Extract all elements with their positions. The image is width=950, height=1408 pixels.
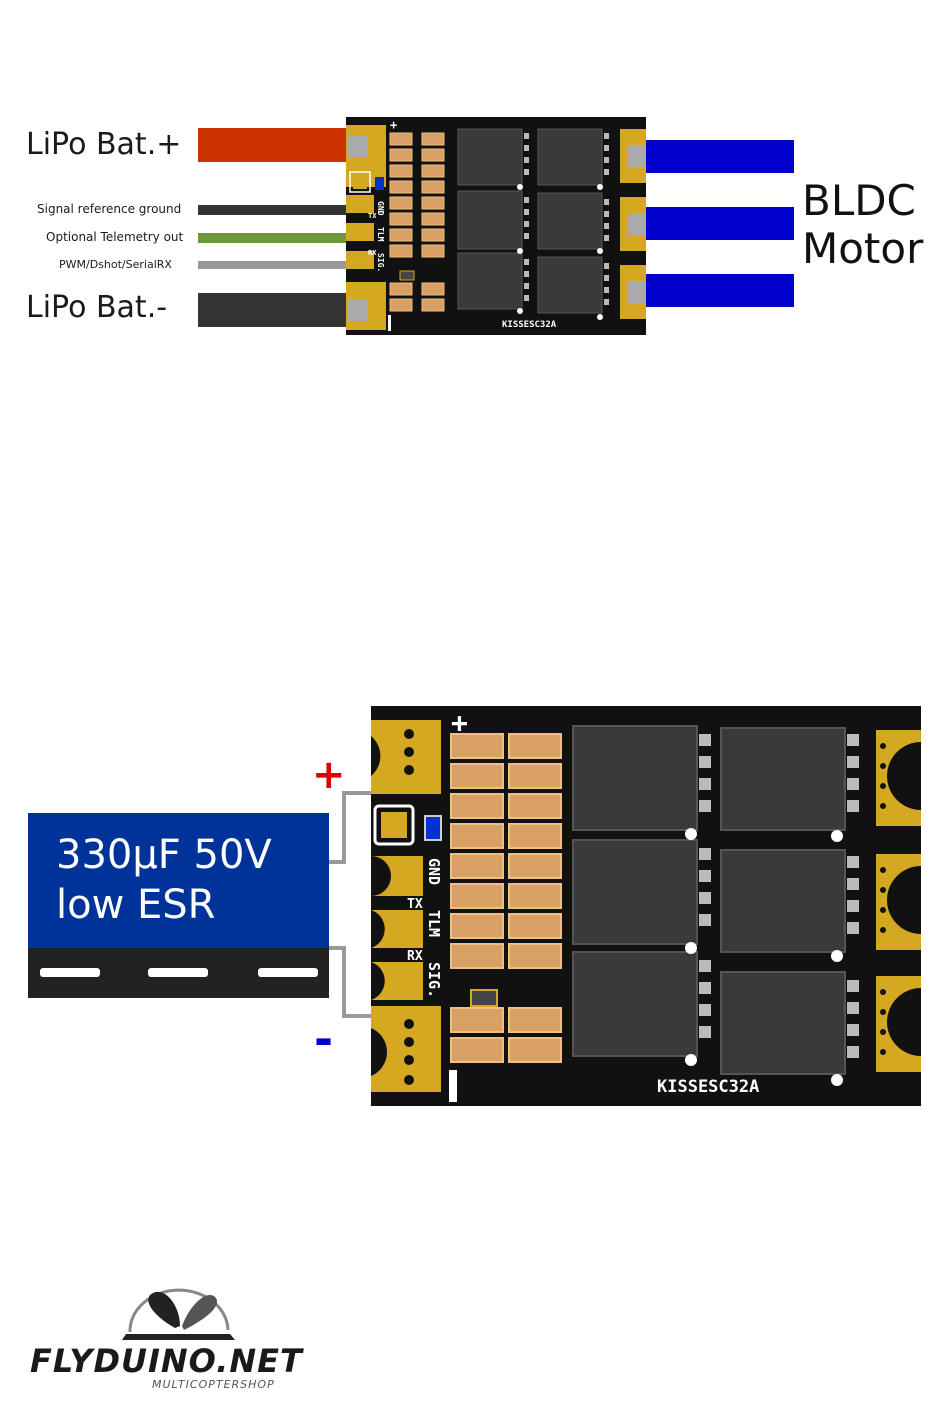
- bottom-pcb-rx: RX: [407, 949, 423, 964]
- bottom-esc-board: + TX RX GND TLM SIG. KISSESC32A: [371, 706, 921, 1106]
- logo-tagline: MULTICOPTERSHOP: [152, 1378, 275, 1391]
- flyduino-logo: FLYDUINO.NET MULTICOPTERSHOP: [30, 1284, 330, 1394]
- bottom-pcb-tx: TX: [407, 897, 423, 912]
- bottom-pcb-name: KISSESC32A: [657, 1077, 759, 1097]
- bottom-pcb-plus: +: [451, 706, 468, 739]
- plus-sign: +: [312, 752, 346, 798]
- bottom-pcb-gnd: GND: [425, 858, 443, 885]
- bottom-pcb-sig: SIG.: [425, 962, 443, 998]
- minus-sign: -: [314, 1012, 333, 1066]
- logo-brand: FLYDUINO.NET: [30, 1342, 303, 1380]
- bottom-pcb-tlm: TLM: [425, 910, 443, 937]
